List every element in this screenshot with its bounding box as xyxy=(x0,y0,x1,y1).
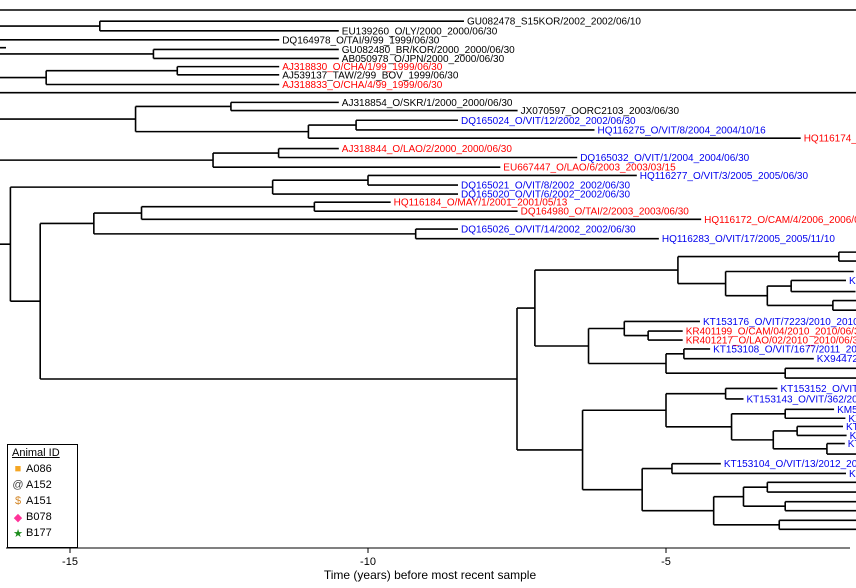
tip-label: HQ116283_O/VIT/17/2005_2005/11/10 xyxy=(662,234,836,245)
tick-label: -15 xyxy=(62,556,78,568)
legend-symbol: @ xyxy=(12,479,24,491)
animal-id-legend: Animal ID ■A086@A152$A151◆B078★B177 xyxy=(7,444,78,548)
tip-label: KT153091_O/VIT/103661/2013_2013/08/13 xyxy=(850,431,856,442)
time-axis: -20-15-10-5 xyxy=(6,547,850,568)
legend-label: B177 xyxy=(26,527,52,539)
tip-label: DQ165026_O/VIT/14/2002_2002/06/30 xyxy=(461,225,636,236)
tree-tip-labels: HM008917_O/YS/CHA/05_2005/10/15GU082478_… xyxy=(282,17,856,480)
tip-label: EU667447_O/LAO/6/2003_2003/03/15 xyxy=(503,163,676,174)
tick-label: -5 xyxy=(661,556,671,568)
tip-label: AJ318844_O/LAO/2/2000_2000/06/30 xyxy=(342,144,513,155)
tip-label: AB050978_O/JPN/2000_2000/06/30 xyxy=(342,54,505,65)
tip-label: AJ318833_O/CHA/4/99_1999/06/30 xyxy=(282,80,443,91)
tip-label: AJ539137_TAW/2/99_BOV_1999/06/30 xyxy=(282,70,459,81)
legend-item: ★B177 xyxy=(12,526,52,540)
legend-label: A086 xyxy=(26,463,52,475)
tip-label: DQ165021_O/VIT/8/2002_2002/06/30 xyxy=(461,181,630,192)
tip-label: DQ165032_O/VIT/1/2004_2004/06/30 xyxy=(580,153,749,164)
tip-label: KX944721_O/VIT/24/2013_2013/07/10 xyxy=(817,354,856,365)
tip-label: KT153145_O/VIT/381/2012_pro_2012/07/03 xyxy=(849,276,856,287)
tip-label: DQ165020_O/VIT/6/2002_2002/06/30 xyxy=(461,190,630,201)
tree-branches xyxy=(0,9,856,531)
tip-label: EU139260_O/LY/2000_2000/06/30 xyxy=(342,26,498,37)
tip-label: HQ116174_O/CAM/1/2008_2008/02/28 xyxy=(804,134,856,145)
tip-label: KX944733_O/VIT/11/2014_2014/04/24 xyxy=(848,414,856,425)
tip-label: HQ116275_O/VIT/8/2004_2004/10/16 xyxy=(597,125,766,136)
legend-item: ◆B078 xyxy=(12,510,52,524)
tick-label: -10 xyxy=(360,556,376,568)
legend-label: A152 xyxy=(26,479,52,491)
legend-symbol: ◆ xyxy=(13,511,23,524)
tip-label: KT153104_O/VIT/13/2012_2012/05/23 xyxy=(724,459,856,470)
tip-label: KT153108_O/VIT/1677/2011_2011/02/22 xyxy=(713,344,856,355)
tip-label: KT153105_O/VIT/14146/2013_2013/10/30 xyxy=(846,422,856,433)
tip-label: KM588387_O/VN/QT8/2013_2013/10/01 xyxy=(837,405,856,416)
tip-label: KT153176_O/VIT/7223/2010_2010/10/01 xyxy=(703,317,856,328)
legend-item: $ A151 xyxy=(12,494,52,508)
tip-label: KT153152_O/VIT/413/2012_pro_2012/10/05 xyxy=(780,384,856,395)
tip-label: KT153153_O/VIT/414/2012_pro_2012/10/05 xyxy=(849,469,856,480)
tip-label: GU082480_BR/KOR/2000_2000/06/30 xyxy=(342,45,515,56)
tip-label: KT153143_O/VIT/362/2012_pro_2012/05/17 xyxy=(746,394,856,405)
legend-title: Animal ID xyxy=(12,447,60,459)
legend-symbol: ★ xyxy=(13,527,23,540)
legend-symbol: ■ xyxy=(14,463,22,475)
legend-symbol: $ xyxy=(14,495,22,507)
legend-item: @A152 xyxy=(12,478,52,492)
tip-label: KT153097_O/VIT/11965/2013_2013/10/09 xyxy=(848,439,856,450)
tip-label: AJ318854_O/SKR/1/2000_2000/06/30 xyxy=(342,98,513,109)
tip-label: KR401217_O/LAO/02/2010_2010/06/30 xyxy=(686,336,856,347)
tip-label: HQ116277_O/VIT/3/2005_2005/06/30 xyxy=(640,171,809,182)
tip-label: AJ318830_O/CHA/1/99_1999/06/30 xyxy=(282,62,443,73)
legend-label: B078 xyxy=(26,511,52,523)
legend-item: ■ A086 xyxy=(12,462,52,476)
tip-label: KR401199_O/CAM/04/2010_2010/06/30 xyxy=(686,327,856,338)
tip-label: HQ116172_O/CAM/4/2006_2006/07/28 xyxy=(704,215,856,226)
tip-label: DQ164978_O/TAI/9/99_1999/06/30 xyxy=(282,35,440,46)
tip-label: GU082478_S15KOR/2002_2002/06/10 xyxy=(467,17,641,28)
tip-label: HQ116184_O/MAY/1/2001_2001/05/13 xyxy=(394,198,568,209)
legend-label: A151 xyxy=(26,495,52,507)
tip-label: DQ165024_O/VIT/12/2002_2002/06/30 xyxy=(461,116,636,127)
tip-label: DQ164980_O/TAI/2/2003_2003/06/30 xyxy=(521,207,690,218)
axis-title: Time (years) before most recent sample xyxy=(323,568,537,582)
tip-label: JX070597_OORC2103_2003/06/30 xyxy=(521,106,680,117)
